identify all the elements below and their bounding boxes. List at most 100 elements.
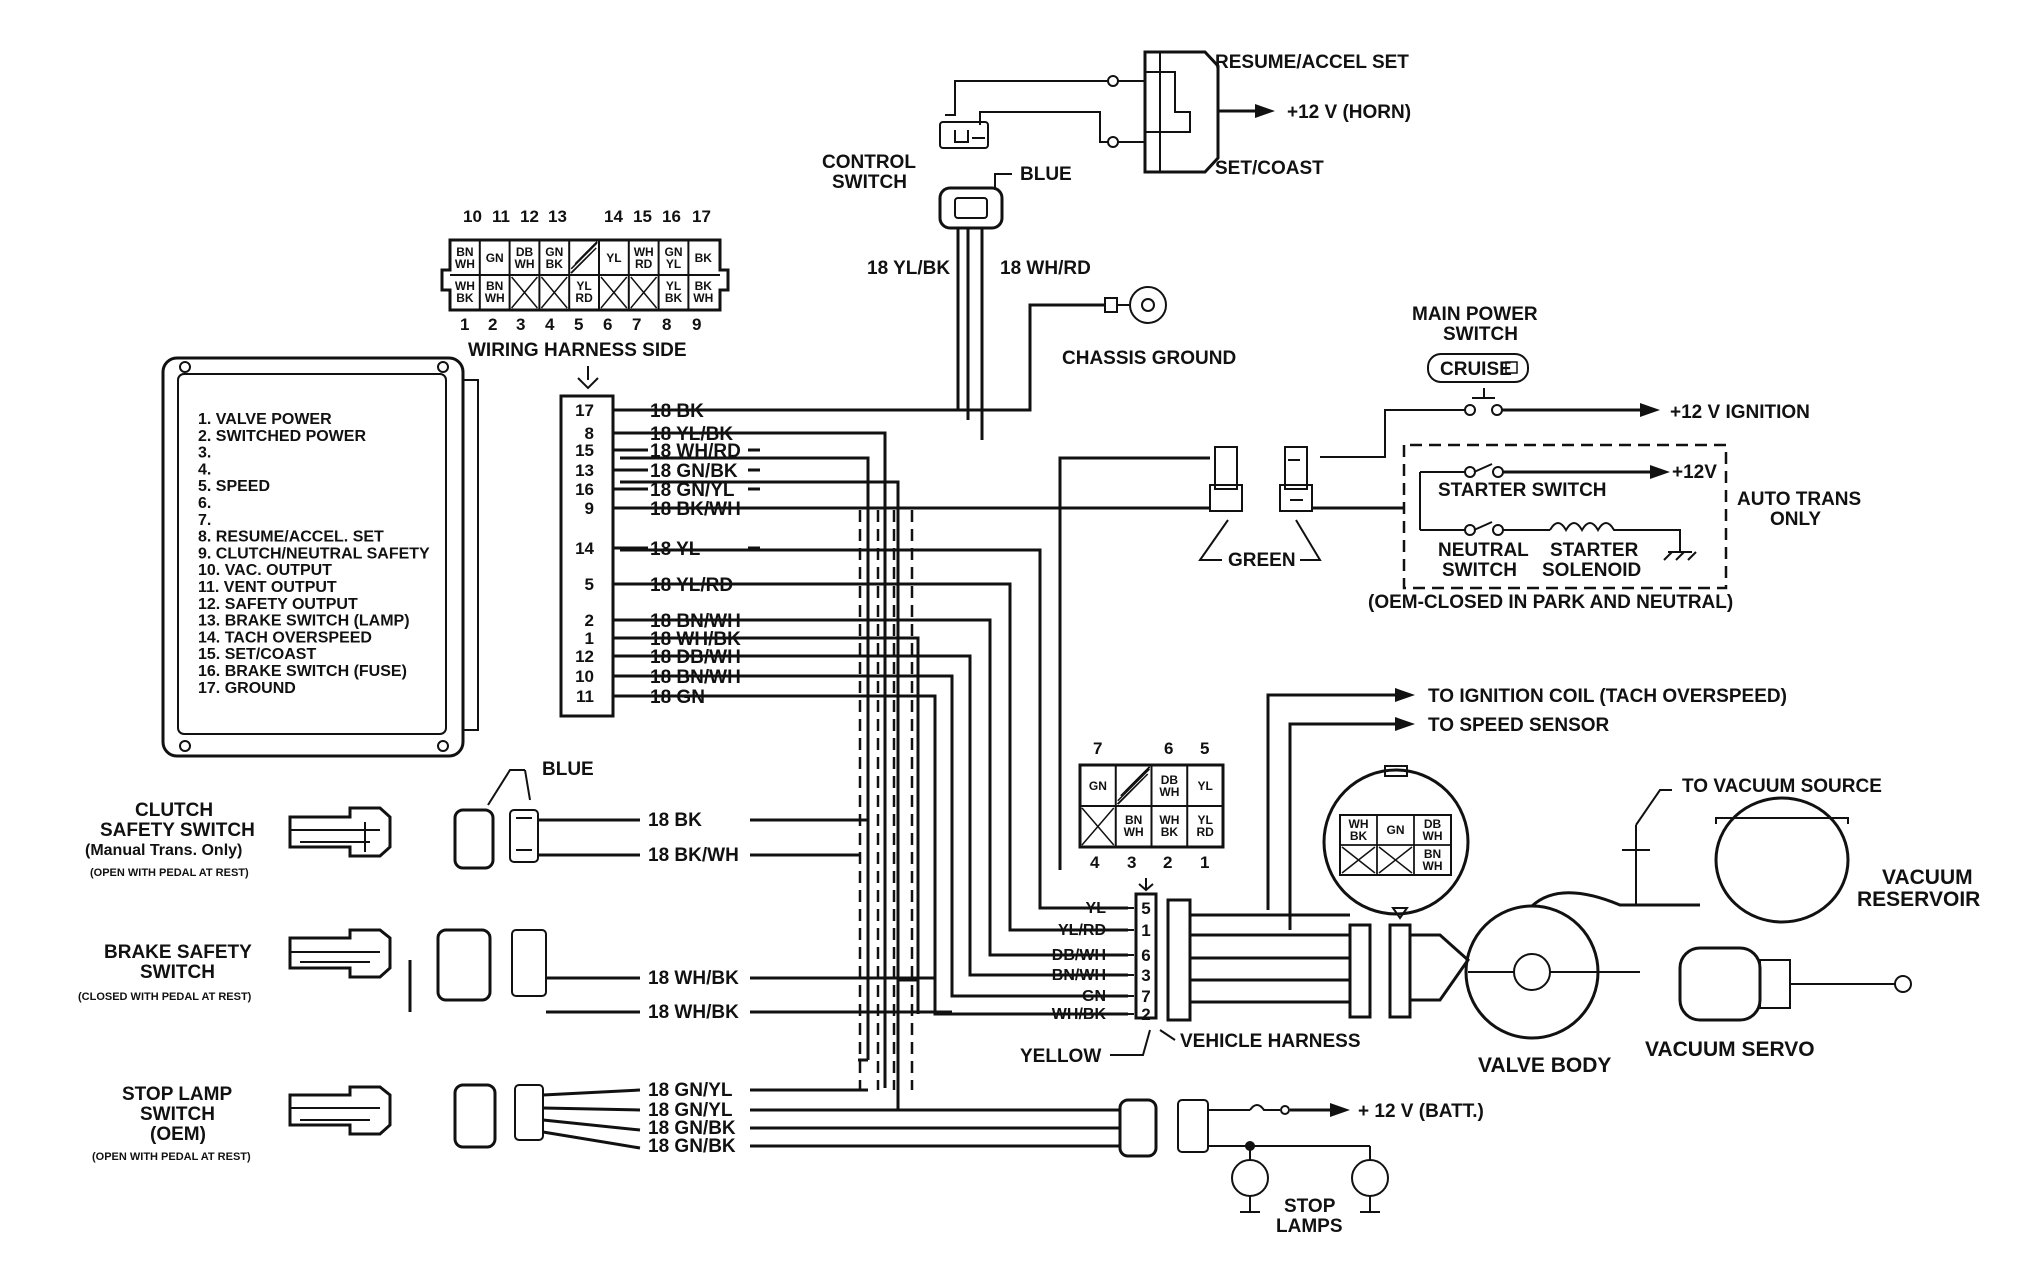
auto-trans-label: ONLY [1770, 509, 1821, 530]
vehicle-pin-number: 2 [1141, 1005, 1150, 1024]
cavity-label: YL [606, 251, 621, 265]
neutral-switch-label: NEUTRAL [1438, 540, 1529, 561]
batt-label: + 12 V (BATT.) [1358, 1101, 1484, 1122]
legend-item: 7. [198, 512, 211, 529]
control-switch-label: CONTROL [822, 152, 916, 173]
brake-label: BRAKE SAFETY [104, 942, 252, 963]
legend-item: 10. VAC. OUTPUT [198, 562, 332, 579]
pin-number: 3 [516, 315, 525, 334]
pin-number: 1 [460, 315, 469, 334]
pin-number: 2 [1163, 853, 1172, 872]
speed-sensor-label: TO SPEED SENSOR [1428, 715, 1610, 736]
pin-number: 6 [603, 315, 612, 334]
wire-label: 18 GN/BK [648, 1136, 736, 1157]
pin-number: 13 [548, 207, 567, 226]
legend-item: 2. SWITCHED POWER [198, 428, 366, 445]
stop-lamps-label: STOP [1284, 1196, 1336, 1217]
starter-switch-label: STARTER SWITCH [1438, 480, 1607, 501]
auto-trans-note: (OEM-CLOSED IN PARK AND NEUTRAL) [1368, 592, 1733, 613]
cruise-button[interactable]: CRUISE [1440, 359, 1512, 380]
vehicle-pin-number: 5 [1141, 899, 1150, 918]
pin-number: 8 [585, 424, 594, 443]
vehicle-wire-label: WH/BK [1052, 1006, 1107, 1023]
clutch-label: CLUTCH [135, 800, 213, 821]
stop-lamp-label: SWITCH [140, 1104, 215, 1125]
pin-number: 16 [575, 480, 594, 499]
brake-note: (CLOSED WITH PEDAL AT REST) [78, 991, 252, 1003]
valve-body-label: VALVE BODY [1478, 1054, 1611, 1077]
pin-number: 15 [575, 441, 594, 460]
pin-number: 12 [520, 207, 539, 226]
brake-safety-switch: BRAKE SAFETY SWITCH (CLOSED WITH PEDAL A… [78, 928, 952, 1023]
pin-number: 2 [585, 611, 594, 630]
clutch-label: SAFETY SWITCH [100, 820, 255, 841]
legend-item: 14. TACH OVERSPEED [198, 629, 372, 646]
pin-number: 5 [574, 315, 583, 334]
cavity-label: GN [1089, 779, 1107, 793]
pin-number: 2 [488, 315, 497, 334]
wire-label: 18 WH/BK [648, 968, 739, 989]
empty-cavity [511, 276, 538, 309]
vehicle-wire-label: YL [1086, 900, 1107, 917]
pin-number: 10 [575, 667, 594, 686]
pin-number: 5 [585, 575, 594, 594]
pin-number: 7 [632, 315, 641, 334]
pin-number: 16 [662, 207, 681, 226]
empty-cavity [540, 276, 568, 309]
pin-number: 5 [1200, 739, 1209, 758]
pin-number: 8 [662, 315, 671, 334]
stop-lamp-switch: STOP LAMP SWITCH (OEM) (OPEN WITH PEDAL … [92, 1080, 1484, 1237]
wire-label: 18 BK/WH [648, 845, 739, 866]
cavity-label: GN [486, 251, 504, 265]
hatched-cavity [1117, 766, 1151, 805]
control-switch-label: SWITCH [832, 172, 907, 193]
cavity-label: YL [1197, 779, 1212, 793]
reservoir-label: VACUUM [1882, 866, 1973, 889]
vehicle-pin-number: 7 [1141, 987, 1150, 1006]
legend-item: 6. [198, 495, 211, 512]
chassis-ground: CHASSIS GROUND [620, 286, 1236, 412]
auto-trans-label: AUTO TRANS [1737, 489, 1861, 510]
empty-cavity [1081, 807, 1115, 846]
pin-number: 14 [604, 207, 623, 226]
vehicle-wire-label: YL/RD [1058, 922, 1106, 939]
wire-label: 18 GN/BK [648, 1118, 736, 1139]
cavity-label: BK [695, 251, 713, 265]
vehicle-wire-label: DB/WH [1052, 947, 1106, 964]
clutch-note: (OPEN WITH PEDAL AT REST) [90, 867, 249, 879]
connector-caption: WIRING HARNESS SIDE [468, 340, 687, 361]
plus12-label: +12V [1672, 462, 1717, 483]
empty-cavity [1341, 846, 1376, 874]
vehicle-pin-number: 1 [1141, 921, 1150, 940]
vehicle-wire-label: BN/WH [1052, 967, 1106, 984]
cavity-label: GN [1387, 823, 1405, 837]
stop-lamps-label: LAMPS [1276, 1216, 1343, 1237]
wire-label: 18 WH/RD [1000, 258, 1091, 279]
ignition-coil-label: TO IGNITION COIL (TACH OVERSPEED) [1428, 686, 1787, 707]
pin-number: 17 [692, 207, 711, 226]
pin-number: 1 [1200, 853, 1209, 872]
vacuum-servo-label: VACUUM SERVO [1645, 1038, 1815, 1061]
main-power-label: SWITCH [1443, 324, 1518, 345]
starter-solenoid-label: SOLENOID [1542, 560, 1641, 581]
wire-label: 18 GN/YL [650, 480, 735, 501]
pin-number: 1 [585, 629, 594, 648]
ignition-label: +12 V IGNITION [1670, 402, 1810, 423]
empty-cavity [630, 276, 658, 309]
wire-label: 18 WH/BK [648, 1002, 739, 1023]
pin-number: 14 [575, 539, 594, 558]
yellow-label: YELLOW [1020, 1046, 1101, 1067]
outputs: TO IGNITION COIL (TACH OVERSPEED) TO SPE… [1266, 686, 1787, 930]
neutral-switch-label: SWITCH [1442, 560, 1517, 581]
empty-cavity [1378, 846, 1413, 874]
pin-number: 11 [492, 207, 510, 226]
main-power-switch: MAIN POWER SWITCH CRUISE +12 V IGNITION … [620, 304, 1810, 870]
stop-lamp-label: STOP LAMP [122, 1084, 232, 1105]
